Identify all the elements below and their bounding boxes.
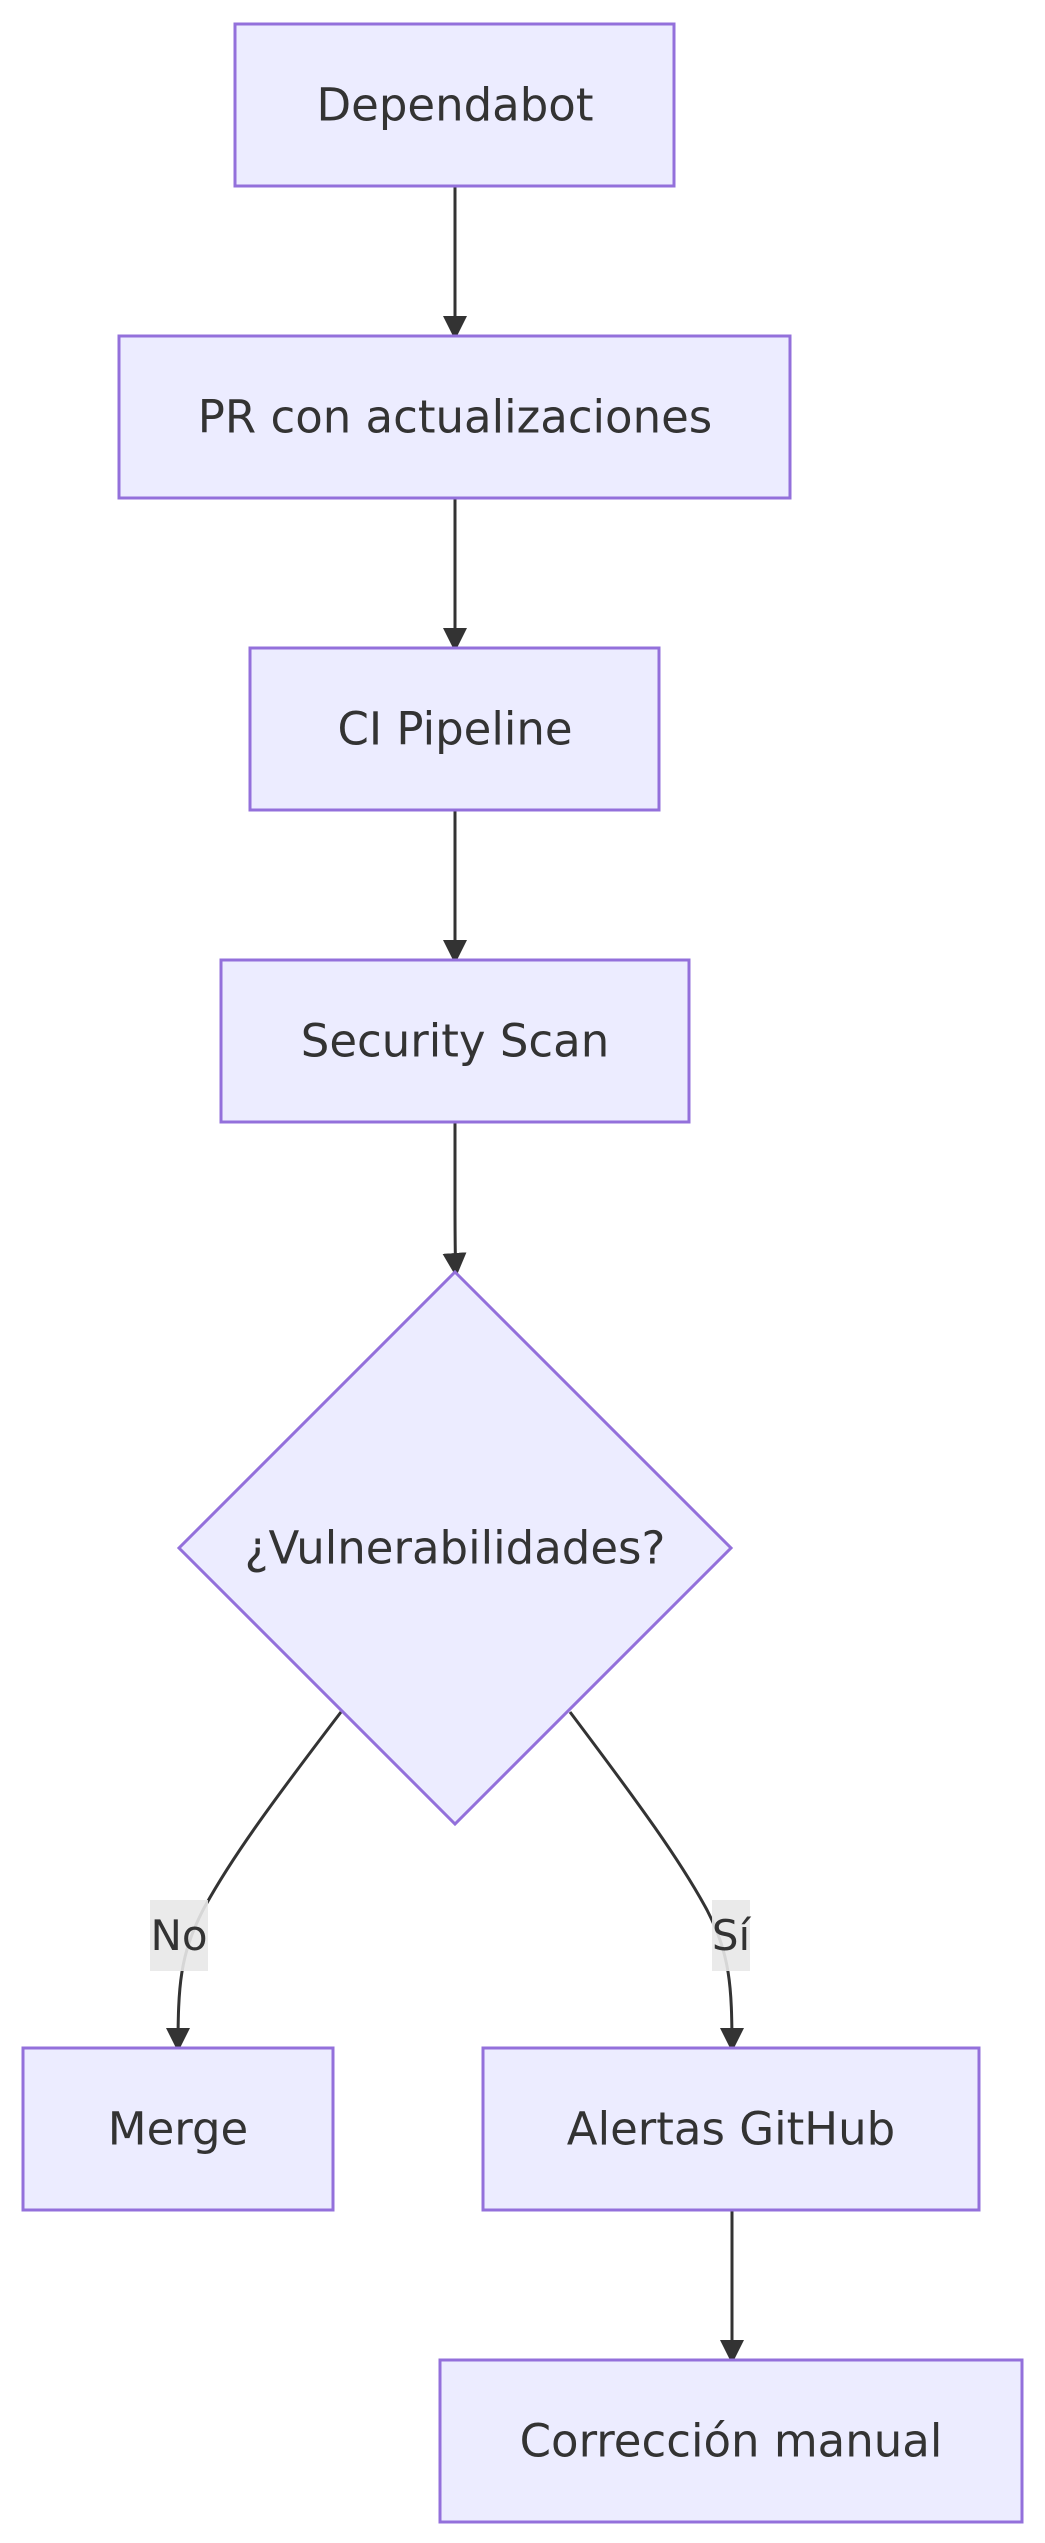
node-scan-label: Security Scan bbox=[301, 1015, 610, 1068]
node-decision-label: ¿Vulnerabilidades? bbox=[245, 1522, 666, 1575]
node-scan: Security Scan bbox=[219, 958, 691, 1124]
edge-label-yes: Sí bbox=[712, 1900, 752, 1971]
edge-scan-to-decision bbox=[442, 1123, 467, 1277]
node-fix-label: Corrección manual bbox=[520, 2415, 943, 2468]
node-merge-label: Merge bbox=[108, 2103, 248, 2156]
node-pr: PR con actualizaciones bbox=[117, 334, 792, 500]
node-pr-label: PR con actualizaciones bbox=[198, 391, 713, 444]
node-dependabot-label: Dependabot bbox=[317, 79, 594, 132]
node-merge: Merge bbox=[21, 2046, 335, 2212]
edge-decision-to-merge bbox=[166, 1711, 343, 2052]
edge-label-yes-text: Sí bbox=[712, 1911, 752, 1960]
edge-label-no-text: No bbox=[150, 1911, 207, 1960]
node-decision: ¿Vulnerabilidades? bbox=[176, 1269, 734, 1827]
node-alerts-label: Alertas GitHub bbox=[567, 2103, 895, 2156]
edge-label-no: No bbox=[150, 1900, 208, 1971]
node-dependabot: Dependabot bbox=[233, 22, 676, 188]
node-alerts: Alertas GitHub bbox=[481, 2046, 981, 2212]
node-ci: CI Pipeline bbox=[248, 646, 661, 812]
node-fix: Corrección manual bbox=[438, 2358, 1024, 2524]
edge-decision-to-alerts bbox=[568, 1711, 744, 2052]
node-ci-label: CI Pipeline bbox=[337, 703, 572, 756]
